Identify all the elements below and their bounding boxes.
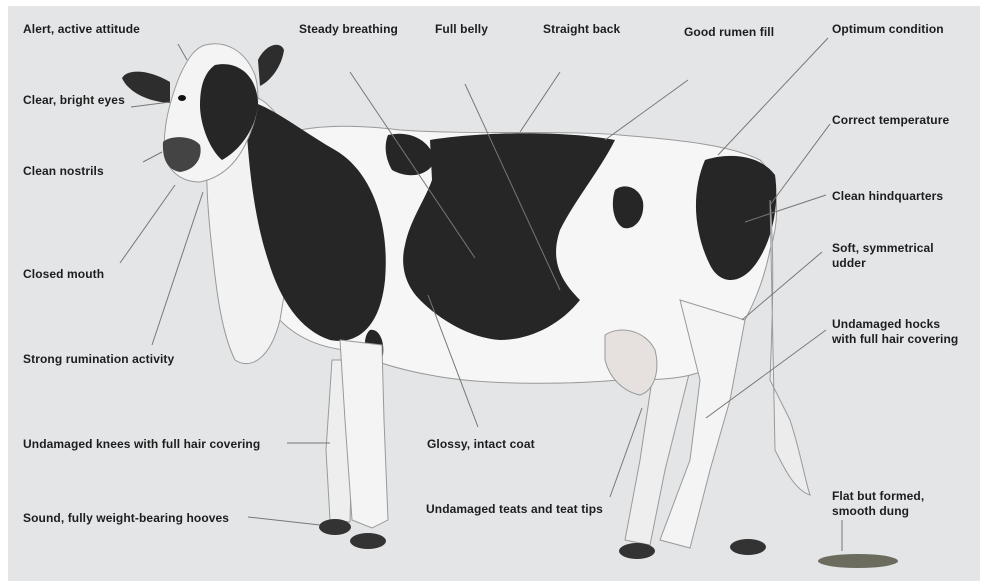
label-mouth: Closed mouth	[23, 267, 104, 282]
label-coat: Glossy, intact coat	[427, 437, 535, 452]
label-dung: Flat but formed, smooth dung	[832, 489, 924, 519]
label-knees: Undamaged knees with full hair covering	[23, 437, 260, 452]
label-belly: Full belly	[435, 22, 488, 37]
label-hooves: Sound, fully weight-bearing hooves	[23, 511, 229, 526]
right-ear	[258, 45, 284, 86]
leader-condition	[718, 38, 828, 155]
leader-nostrils	[143, 152, 162, 162]
hoof-front-left	[319, 519, 351, 535]
eye	[178, 95, 186, 101]
leader-rumination	[152, 192, 203, 345]
label-nostrils: Clean nostrils	[23, 164, 104, 179]
label-breathing: Steady breathing	[299, 22, 398, 37]
hoof-hind-left	[619, 543, 655, 559]
label-eyes: Clear, bright eyes	[23, 93, 125, 108]
leader-temperature	[770, 124, 830, 205]
hoof-hind-right	[730, 539, 766, 555]
leader-mouth	[120, 185, 175, 263]
left-ear	[122, 72, 170, 103]
leader-eyes	[131, 102, 170, 107]
label-hindquarters: Clean hindquarters	[832, 189, 943, 204]
tail	[770, 200, 810, 495]
label-alert: Alert, active attitude	[23, 22, 140, 37]
leader-alert	[178, 44, 187, 60]
leader-rumen	[605, 80, 688, 140]
dung-pile	[818, 554, 898, 568]
label-hocks: Undamaged hocks with full hair covering	[832, 317, 958, 347]
label-condition: Optimum condition	[832, 22, 944, 37]
hoof-front-right	[350, 533, 386, 549]
label-back: Straight back	[543, 22, 620, 37]
leader-back	[520, 72, 560, 132]
label-rumination: Strong rumination activity	[23, 352, 174, 367]
leader-hooves	[248, 517, 320, 525]
label-udder: Soft, symmetrical udder	[832, 241, 934, 271]
label-rumen: Good rumen fill	[684, 25, 774, 40]
label-teats: Undamaged teats and teat tips	[426, 502, 603, 517]
label-temperature: Correct temperature	[832, 113, 949, 128]
